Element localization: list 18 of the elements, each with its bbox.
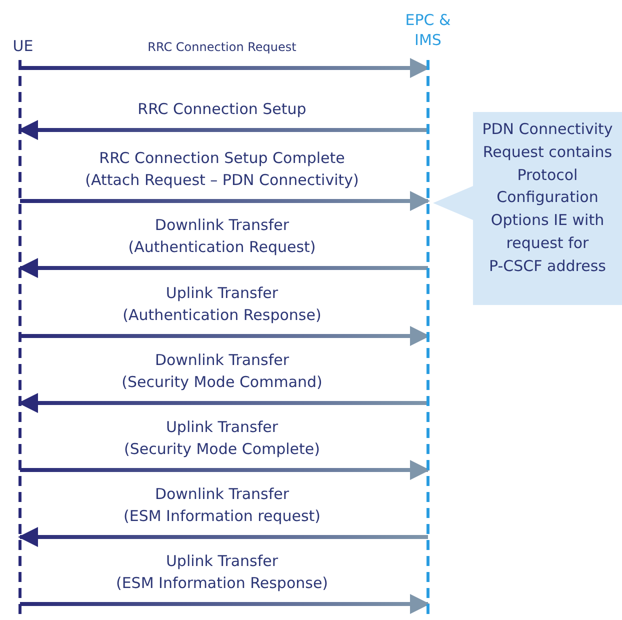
- callout-pointer: [433, 186, 473, 220]
- lifeline-header: EPC & IMS: [404, 10, 452, 50]
- arrow: [20, 460, 430, 480]
- message-label: Downlink Transfer (Security Mode Command): [122, 350, 322, 393]
- message-label: Uplink Transfer (Authentication Response): [122, 283, 322, 326]
- message-label: Downlink Transfer (ESM Information request): [123, 484, 321, 527]
- arrow: [18, 258, 428, 278]
- arrow: [18, 527, 428, 547]
- message-label: RRC Connection Request: [148, 39, 296, 56]
- lifeline-header: UE: [12, 36, 34, 56]
- message-label: RRC Connection Setup Complete (Attach Request – PDN Connectivity): [85, 148, 359, 191]
- message-label: RRC Connection Setup: [138, 99, 306, 120]
- message-label: Uplink Transfer (Security Mode Complete): [124, 417, 320, 460]
- arrow: [20, 594, 430, 614]
- callout-text: PDN Connectivity Request contains Protocol Configuration Options IE with request for P-CSCF address: [473, 112, 622, 305]
- message-label: Downlink Transfer (Authentication Request): [128, 215, 316, 258]
- arrow: [20, 191, 430, 211]
- message-label: Uplink Transfer (ESM Information Response): [116, 551, 328, 594]
